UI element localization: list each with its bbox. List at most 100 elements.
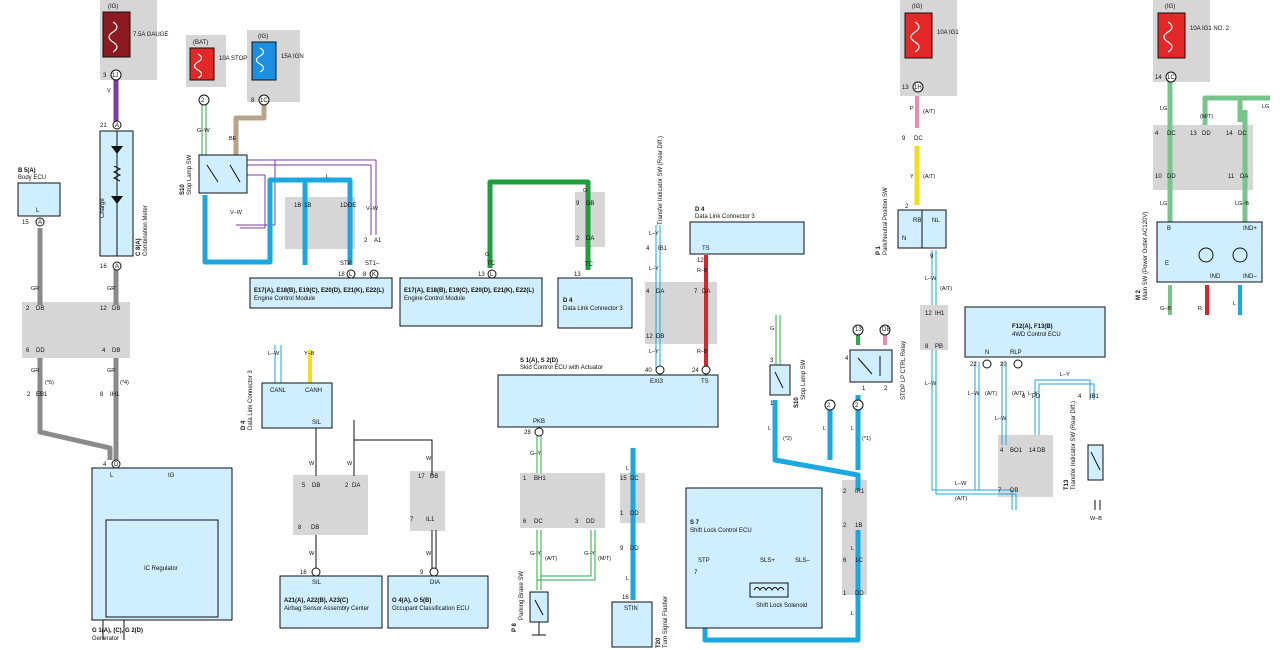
turn-signal-flasher: 16 STIN T20 Turn Signal Flasher bbox=[611, 595, 669, 648]
skid-pin-pkb: PKB bbox=[533, 419, 545, 425]
connector-label: BH1 bbox=[534, 476, 546, 482]
combination-meter: 21 A Charge C 8(A) Combination Meter 16 … bbox=[99, 120, 149, 271]
main-sw-ind: IND bbox=[1210, 274, 1221, 280]
connector-label: DD bbox=[630, 511, 639, 517]
wire-label-lw-4: L–W bbox=[955, 481, 967, 487]
wire-label-gy-2: G–Y bbox=[530, 551, 541, 557]
skid-control-ecu: S 1(A), S 2(D) Skid Control ECU with Act… bbox=[497, 358, 719, 437]
fuse-gauge-pin: 3 bbox=[103, 73, 107, 79]
connector-label: DA bbox=[352, 483, 360, 489]
wire-label-ly-1: L–Y bbox=[649, 231, 659, 237]
wire-label-l-7: L bbox=[851, 426, 854, 432]
wire-label-at-5: (A/T) bbox=[955, 496, 967, 502]
relay-pin-2: 1 bbox=[862, 386, 866, 392]
connector-label: 1 bbox=[523, 476, 527, 482]
wire-label-at-2: (A/T) bbox=[923, 174, 935, 180]
ecm1-pin-st1: ST1– bbox=[365, 261, 380, 267]
connector-label: BO1 bbox=[1010, 448, 1023, 454]
fourwd-n: N bbox=[985, 350, 989, 356]
shift-name: Shift Lock Control ECU bbox=[690, 528, 752, 534]
connector-label: 2 bbox=[843, 523, 847, 529]
dlc3a-pin-tc: TC bbox=[585, 262, 594, 268]
fuse-ig1no2-supply: (IG) bbox=[1165, 4, 1175, 10]
wire-label-vw-1: V–W bbox=[230, 210, 243, 216]
fuse-ign-conn: 1C bbox=[260, 98, 268, 104]
generator-n: 4 bbox=[103, 462, 107, 468]
occupant-pin: DIA bbox=[430, 580, 440, 586]
connector-label: DD bbox=[1167, 174, 1176, 180]
connector-label: DA bbox=[586, 236, 594, 242]
connector-label: 6 bbox=[1022, 394, 1026, 400]
connector-label: 2 bbox=[364, 238, 368, 244]
connector-label: 6 bbox=[523, 519, 527, 525]
stop-sw2-name: Stop Lamp SW bbox=[801, 359, 807, 400]
fuse-gauge-supply: (IG) bbox=[108, 4, 118, 10]
fourwd-control-ecu: F12(A), F13(B) 4WD Control ECU N RLP 22 … bbox=[964, 306, 1106, 369]
data-link-connector-3-c: CANL CANH SIL D 4 Data Link Connector 3 bbox=[241, 370, 333, 430]
stop-lamp-sw-left: S10 Stop Lamp SW bbox=[180, 154, 248, 195]
main-sw: B E IND+ IND– IND M 2 Main SW (Power Out… bbox=[1136, 212, 1263, 300]
connector-label: 1 bbox=[620, 511, 624, 517]
pn-nl: NL bbox=[932, 218, 940, 224]
fuse-ig1-label: 10A IG1 bbox=[937, 30, 959, 36]
connector-label: 14 bbox=[1226, 131, 1233, 137]
connector-label: 9 bbox=[902, 136, 906, 142]
park-neutral-sw: 2 RB NL N 9 P 1 Park/Neutral Position SW bbox=[876, 187, 947, 260]
wire-label-l-8: L bbox=[851, 546, 854, 552]
ecm1-c-st1: K bbox=[372, 272, 376, 278]
body-ecu-id: B 5(A) bbox=[18, 168, 36, 174]
connector-label: 1C bbox=[855, 558, 863, 564]
connector-label: DD bbox=[586, 519, 595, 525]
connector-label: 2 bbox=[843, 489, 847, 495]
connector-label: DB bbox=[1010, 488, 1018, 494]
connector-label: 6 bbox=[26, 348, 30, 354]
body-ecu: B 5(A) Body ECU L 15 A bbox=[17, 168, 61, 227]
connector-label: PD bbox=[1032, 394, 1041, 400]
connector-label: DB bbox=[586, 201, 594, 207]
connector-label: DC bbox=[1167, 131, 1176, 137]
ecm1-n-st1: 8 bbox=[363, 272, 367, 278]
turn-pin: STIN bbox=[624, 606, 638, 612]
connector-label: 17 bbox=[418, 474, 425, 480]
connector-label: 12 bbox=[925, 311, 932, 317]
connector-label: 2 bbox=[345, 483, 349, 489]
wire-label-ly-4: L–Y bbox=[1060, 372, 1070, 378]
main-sw-indm: IND– bbox=[1243, 274, 1257, 280]
parking-name: Parking Brake SW bbox=[519, 571, 525, 620]
connector-label: DA bbox=[702, 289, 710, 295]
pn-bottom-pin: 9 bbox=[930, 254, 934, 260]
dlc3c-id: D 4 bbox=[241, 420, 247, 430]
transfer-rear-name: Transfer Indicator SW (Rear Diff.) bbox=[1071, 401, 1077, 490]
fourwd-rlp: RLP bbox=[1010, 350, 1022, 356]
dlc3b-id: D 4 bbox=[695, 207, 705, 213]
wire-label-l-3: L bbox=[626, 466, 629, 472]
fuse-ig1-conn: 1H bbox=[914, 85, 922, 91]
wire-label-wb: W–B bbox=[1090, 516, 1102, 522]
wire-label-w-3: W bbox=[309, 551, 315, 557]
wire-label-w-2: W bbox=[347, 461, 353, 467]
relay-pin-1: 2 bbox=[884, 386, 888, 392]
wire-label-lw-1: L–W bbox=[925, 276, 937, 282]
wire-label-at-4: (A/T) bbox=[985, 391, 997, 397]
thin-wires bbox=[102, 420, 1101, 640]
ecm1-n-stp: 18 bbox=[338, 272, 345, 278]
fuse-ig1no2-pin: 14 bbox=[1155, 75, 1162, 81]
dlc3c-canh: CANH bbox=[305, 388, 322, 394]
skid-n-pkb: 28 bbox=[524, 430, 531, 436]
wire-label-at-6: (A/T) bbox=[1012, 391, 1024, 397]
wire-label-l-2: L bbox=[1233, 301, 1236, 307]
connector-label: DC bbox=[914, 136, 923, 142]
generator-reg: IC Regulator bbox=[144, 566, 178, 572]
wire-label-ly-3: L–Y bbox=[649, 349, 659, 355]
generator-id: G 1(A), (C), G 2(D) bbox=[92, 628, 143, 634]
wire-label-rb-1: R–B bbox=[697, 268, 708, 274]
ecm1-c-stp: L bbox=[349, 272, 353, 278]
stop-sw2-pin-1: 1 bbox=[770, 401, 774, 407]
stop-sw-id: S10 bbox=[180, 184, 186, 195]
fuse-ign-supply: (IG) bbox=[258, 34, 268, 40]
wire-label-plus5: (*5) bbox=[45, 380, 54, 386]
connector-label: 8 bbox=[100, 392, 104, 398]
connector-label: 4 bbox=[1000, 448, 1004, 454]
body-ecu-pin-name: L bbox=[36, 208, 40, 214]
